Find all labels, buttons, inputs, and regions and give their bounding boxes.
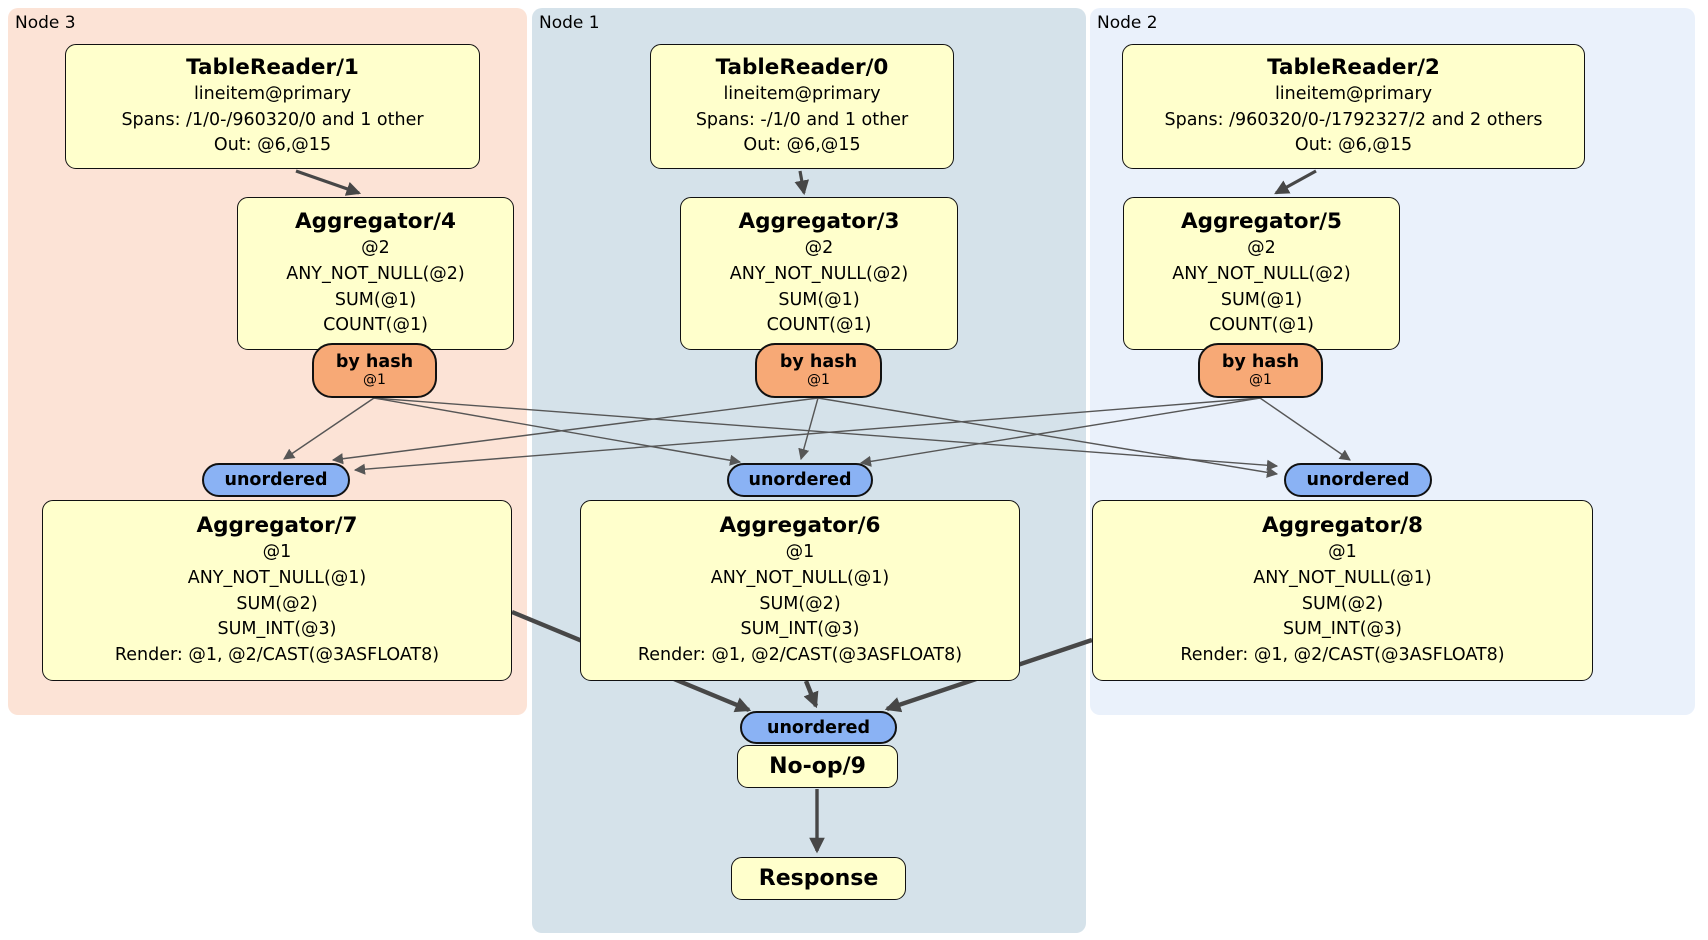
byhash-pill-aggregator4-label: by hash bbox=[335, 352, 414, 372]
response-box: Response bbox=[731, 857, 906, 900]
aggregator8-fn-sumint: SUM_INT(@3) bbox=[1283, 619, 1402, 640]
aggregator7-fn-anynotnull: ANY_NOT_NULL(@1) bbox=[187, 567, 367, 588]
aggregator6-group-cols: @1 bbox=[785, 542, 815, 562]
edge-aggregator6-unordered9 bbox=[803, 680, 819, 709]
aggregator4-fn-sum: SUM(@1) bbox=[334, 289, 417, 310]
aggregator3-fn-sum: SUM(@1) bbox=[778, 289, 860, 310]
aggregator7-title: Aggregator/7 bbox=[196, 513, 358, 538]
aggregator8-fn-sum: SUM(@2) bbox=[1301, 593, 1384, 614]
tablereader2-out: Out: @6,@15 bbox=[1294, 135, 1413, 156]
tablereader1-title: TableReader/1 bbox=[186, 54, 359, 80]
region-node3-label: Node 3 bbox=[15, 13, 76, 33]
edge-byhash4-unordered6 bbox=[373, 397, 742, 466]
tablereader0-box: TableReader/0 lineitem@primary Spans: -/… bbox=[650, 44, 954, 169]
edge-byhash3-unordered7 bbox=[331, 397, 819, 465]
byhash-pill-aggregator3: by hash @1 bbox=[755, 343, 882, 398]
byhash-pill-aggregator4: by hash @1 bbox=[312, 343, 437, 398]
aggregator5-box: Aggregator/5 @2 ANY_NOT_NULL(@2) SUM(@1)… bbox=[1123, 197, 1400, 350]
edge-tablereader2-aggregator5 bbox=[1274, 169, 1317, 195]
tablereader1-box: TableReader/1 lineitem@primary Spans: /1… bbox=[65, 44, 480, 169]
aggregator6-fn-sumint: SUM_INT(@3) bbox=[740, 619, 860, 640]
aggregator8-box: Aggregator/8 @1 ANY_NOT_NULL(@1) SUM(@2)… bbox=[1092, 500, 1593, 681]
aggregator3-title: Aggregator/3 bbox=[738, 208, 900, 234]
tablereader2-spans: Spans: /960320/0-/1792327/2 and 2 others bbox=[1164, 109, 1543, 130]
aggregator3-group-cols: @2 bbox=[804, 237, 834, 258]
byhash-pill-aggregator3-key: @1 bbox=[807, 372, 830, 388]
region-node1-label: Node 1 bbox=[539, 13, 600, 33]
tablereader1-index: lineitem@primary bbox=[193, 83, 352, 104]
tablereader0-out: Out: @6,@15 bbox=[743, 135, 861, 156]
tablereader0-spans: Spans: -/1/0 and 1 other bbox=[695, 109, 909, 130]
aggregator6-render: Render: @1, @2/CAST(@3ASFLOAT8) bbox=[637, 645, 963, 666]
aggregator3-fn-count: COUNT(@1) bbox=[766, 315, 872, 336]
edge-byhash5-unordered6 bbox=[859, 397, 1261, 467]
aggregator4-box: Aggregator/4 @2 ANY_NOT_NULL(@2) SUM(@1)… bbox=[237, 197, 514, 350]
tablereader0-title: TableReader/0 bbox=[715, 54, 889, 80]
aggregator4-group-cols: @2 bbox=[361, 237, 390, 258]
aggregator8-fn-anynotnull: ANY_NOT_NULL(@1) bbox=[1253, 567, 1432, 588]
aggregator8-group-cols: @1 bbox=[1328, 542, 1357, 562]
aggregator8-render: Render: @1, @2/CAST(@3ASFLOAT8) bbox=[1180, 645, 1505, 666]
byhash-pill-aggregator5: by hash @1 bbox=[1198, 343, 1323, 398]
byhash-pill-aggregator3-label: by hash bbox=[779, 352, 858, 372]
aggregator7-group-cols: @1 bbox=[262, 542, 292, 562]
tablereader1-spans: Spans: /1/0-/960320/0 and 1 other bbox=[121, 109, 424, 130]
unordered-pill-aggregator6: unordered bbox=[727, 463, 873, 497]
aggregator5-fn-sum: SUM(@1) bbox=[1220, 289, 1303, 310]
edge-byhash5-unordered7 bbox=[353, 397, 1261, 475]
edge-tablereader0-aggregator3 bbox=[794, 170, 810, 196]
aggregator7-box: Aggregator/7 @1 ANY_NOT_NULL(@1) SUM(@2)… bbox=[42, 500, 512, 681]
aggregator7-render: Render: @1, @2/CAST(@3ASFLOAT8) bbox=[114, 645, 440, 666]
aggregator6-fn-anynotnull: ANY_NOT_NULL(@1) bbox=[710, 567, 890, 588]
aggregator7-fn-sumint: SUM_INT(@3) bbox=[217, 619, 337, 640]
tablereader0-index: lineitem@primary bbox=[723, 83, 881, 104]
noop9-box: No-op/9 bbox=[737, 745, 898, 788]
unordered-pill-noop9-label: unordered bbox=[767, 717, 870, 738]
byhash-pill-aggregator5-key: @1 bbox=[1249, 372, 1272, 388]
aggregator5-title: Aggregator/5 bbox=[1181, 208, 1342, 234]
tablereader2-title: TableReader/2 bbox=[1267, 54, 1440, 80]
edge-byhash4-unordered7 bbox=[283, 397, 375, 460]
edge-byhash3-unordered6 bbox=[798, 397, 819, 461]
unordered-pill-noop9: unordered bbox=[740, 711, 897, 744]
edge-byhash5-unordered8 bbox=[1259, 397, 1351, 461]
unordered-pill-aggregator6-label: unordered bbox=[748, 470, 852, 490]
noop9-title: No-op/9 bbox=[769, 753, 866, 779]
tablereader2-index: lineitem@primary bbox=[1274, 83, 1433, 104]
tablereader2-box: TableReader/2 lineitem@primary Spans: /9… bbox=[1122, 44, 1585, 169]
response-title: Response bbox=[758, 865, 879, 891]
aggregator4-title: Aggregator/4 bbox=[295, 208, 456, 234]
edge-tablereader1-aggregator4 bbox=[295, 169, 362, 196]
byhash-pill-aggregator5-label: by hash bbox=[1221, 352, 1300, 372]
aggregator7-fn-sum: SUM(@2) bbox=[236, 593, 318, 614]
unordered-pill-aggregator7-label: unordered bbox=[224, 470, 328, 490]
aggregator5-fn-anynotnull: ANY_NOT_NULL(@2) bbox=[1172, 263, 1351, 284]
byhash-pill-aggregator4-key: @1 bbox=[363, 372, 386, 388]
aggregator6-title: Aggregator/6 bbox=[719, 513, 881, 538]
edge-byhash3-unordered8 bbox=[817, 397, 1279, 478]
region-node2-label: Node 2 bbox=[1097, 13, 1158, 33]
unordered-pill-aggregator8: unordered bbox=[1284, 463, 1432, 497]
tablereader1-out: Out: @6,@15 bbox=[213, 135, 332, 156]
aggregator5-group-cols: @2 bbox=[1247, 237, 1276, 258]
aggregator3-fn-anynotnull: ANY_NOT_NULL(@2) bbox=[729, 263, 909, 284]
aggregator8-title: Aggregator/8 bbox=[1262, 513, 1423, 538]
aggregator3-box: Aggregator/3 @2 ANY_NOT_NULL(@2) SUM(@1)… bbox=[680, 197, 958, 350]
aggregator4-fn-count: COUNT(@1) bbox=[323, 315, 428, 336]
aggregator6-fn-sum: SUM(@2) bbox=[759, 593, 841, 614]
unordered-pill-aggregator7: unordered bbox=[202, 463, 350, 497]
aggregator5-fn-count: COUNT(@1) bbox=[1209, 315, 1314, 336]
aggregator4-fn-anynotnull: ANY_NOT_NULL(@2) bbox=[286, 263, 465, 284]
unordered-pill-aggregator8-label: unordered bbox=[1306, 470, 1410, 490]
aggregator6-box: Aggregator/6 @1 ANY_NOT_NULL(@1) SUM(@2)… bbox=[580, 500, 1020, 681]
